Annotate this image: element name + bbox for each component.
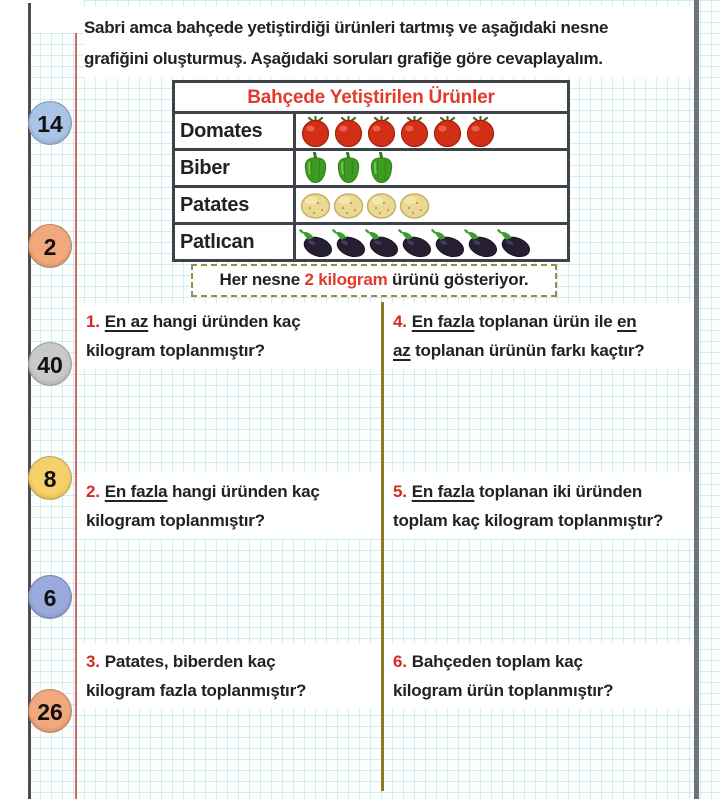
question-6: 6.Bahçeden toplam kaç kilogram ürün topla… [385, 643, 694, 709]
question-text-segment: En fazla [104, 482, 168, 501]
intro-line-1: Sabri amca bahçede yetiştirdiği ürünleri… [84, 18, 609, 37]
tomato-icon [431, 115, 464, 147]
red-margin-line [75, 33, 77, 799]
question-text-segment: en [617, 312, 637, 331]
tomato-icon [398, 115, 431, 147]
question-text-segment: toplanan ürün ile [474, 312, 618, 331]
chart-row-icons [296, 188, 567, 222]
question-text-segment: kilogram toplanmıştır? [86, 341, 265, 360]
question-text-segment: toplam kaç kilogram toplanmıştır? [393, 511, 664, 530]
question-text-segment: kilogram toplanmıştır? [86, 511, 265, 530]
question-text-segment: En az [104, 312, 149, 331]
question-text-segment: hangi üründen kaç [148, 312, 301, 331]
question-4: 4.En fazla toplanan ürün ile en az toplan… [385, 303, 694, 369]
potato-icon [299, 189, 332, 221]
question-5: 5.En fazla toplanan iki üründen toplam ka… [385, 473, 694, 539]
eggplant-icon [497, 228, 530, 260]
eggplant-icon [464, 228, 497, 260]
potato-icon [332, 189, 365, 221]
question-text-segment: kilogram fazla toplanmıştır? [86, 681, 307, 700]
answer-circle: 14 [28, 101, 72, 145]
right-border-line [694, 0, 699, 799]
chart-row: Domates [175, 114, 567, 151]
chart-row-icons [296, 151, 567, 185]
question-text-segment: hangi üründen kaç [167, 482, 320, 501]
question-text-segment: Patates, biberden kaç [104, 652, 276, 671]
potato-icon [398, 189, 431, 221]
top-margin-band [29, 0, 84, 33]
chart-row: Patlıcan [175, 225, 567, 262]
eggplant-icon [299, 228, 332, 260]
question-text-segment: Bahçeden toplam kaç [411, 652, 583, 671]
answer-circle: 6 [28, 575, 72, 619]
unit-note-pre: Her nesne [219, 270, 305, 289]
question-number: 2. [86, 482, 100, 501]
question-1: 1.En az hangi üründen kaç kilogram toplan… [78, 303, 381, 369]
pepper-icon [365, 152, 398, 184]
intro-line-2: grafiğini oluşturmuş. Aşağıdaki soruları… [84, 49, 603, 68]
answer-circle: 26 [28, 689, 72, 733]
eggplant-icon [365, 228, 398, 260]
question-column-divider [381, 302, 384, 791]
intro-text: Sabri amca bahçede yetiştirdiği ürünleri… [84, 6, 694, 78]
chart-row: Biber [175, 151, 567, 188]
potato-icon [365, 189, 398, 221]
unit-note-box: Her nesne 2 kilogram ürünü gösteriyor. [191, 264, 557, 297]
question-3: 3.Patates, biberden kaç kilogram fazla to… [78, 643, 381, 709]
pepper-icon [299, 152, 332, 184]
chart-row-label: Patates [175, 188, 296, 222]
chart-title: Bahçede Yetiştirilen Ürünler [175, 83, 567, 114]
question-number: 4. [393, 312, 407, 331]
question-number: 6. [393, 652, 407, 671]
chart-row-label: Domates [175, 114, 296, 148]
chart-row-icons [296, 114, 567, 148]
pepper-icon [332, 152, 365, 184]
chart-row-icons [296, 225, 567, 262]
chart-row: Patates [175, 188, 567, 225]
tomato-icon [464, 115, 497, 147]
answer-circle: 2 [28, 224, 72, 268]
tomato-icon [332, 115, 365, 147]
unit-note-post: ürünü gösteriyor. [387, 270, 529, 289]
chart-row-label: Patlıcan [175, 225, 296, 262]
question-text-segment: kilogram ürün toplanmıştır? [393, 681, 614, 700]
chart-row-label: Biber [175, 151, 296, 185]
bottom-margin-band [0, 799, 720, 809]
question-text-segment: toplanan iki üründen [474, 482, 643, 501]
question-text-segment: En fazla [411, 312, 475, 331]
question-text-segment: toplanan ürünün farkı kaçtır? [410, 341, 645, 360]
question-text-segment: az [393, 341, 411, 360]
eggplant-icon [332, 228, 365, 260]
answer-circle: 8 [28, 456, 72, 500]
question-2: 2.En fazla hangi üründen kaç kilogram top… [78, 473, 381, 539]
question-number: 5. [393, 482, 407, 501]
answer-circle: 40 [28, 342, 72, 386]
eggplant-icon [398, 228, 431, 260]
unit-note-value: 2 kilogram [304, 270, 388, 289]
left-margin-line [28, 3, 31, 800]
question-number: 3. [86, 652, 100, 671]
eggplant-icon [431, 228, 464, 260]
tomato-icon [365, 115, 398, 147]
question-number: 1. [86, 312, 100, 331]
tomato-icon [299, 115, 332, 147]
question-text-segment: En fazla [411, 482, 475, 501]
